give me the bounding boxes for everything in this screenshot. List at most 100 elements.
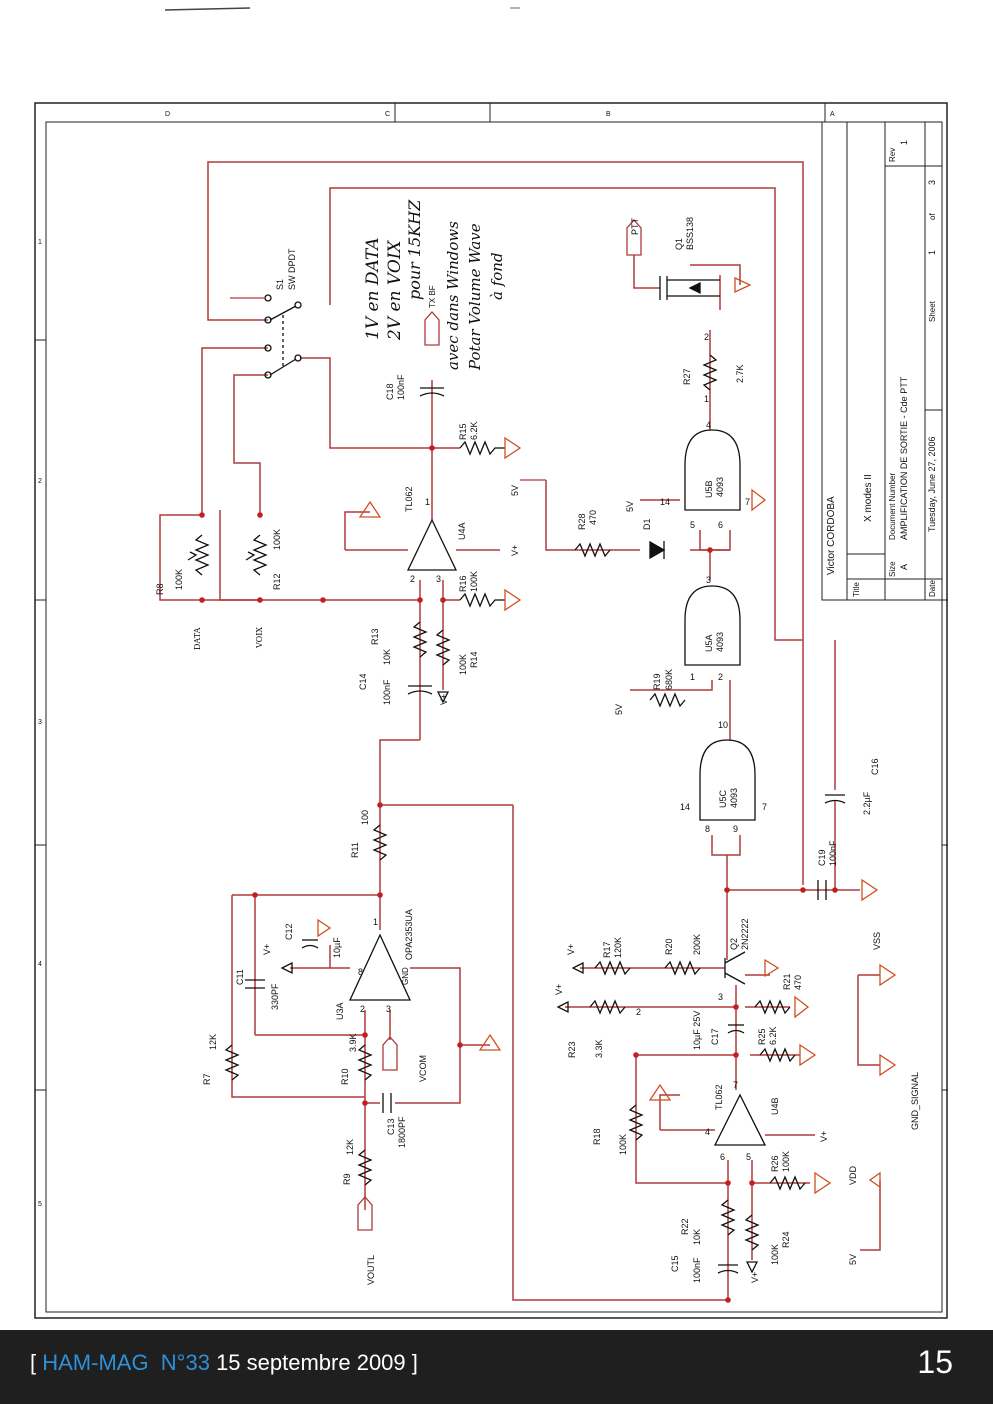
label-u3a-ref: U3A	[335, 1002, 345, 1020]
pin-u5c-10: 10	[718, 720, 728, 730]
pin-u4a-3: 3	[436, 574, 441, 584]
pin-u5b-6: 6	[718, 520, 723, 530]
label-c16-ref: C16	[870, 758, 880, 775]
resistor-r19	[649, 692, 686, 708]
note-line-5: Potar Volume Wave	[466, 223, 484, 371]
label-c14-value: 100nF	[382, 679, 392, 705]
ground-r21	[794, 995, 810, 1019]
label-gnd-u3a: GND	[401, 967, 410, 985]
pin-r27-2: 2	[704, 332, 709, 342]
pin-u5a-2: 2	[718, 672, 723, 682]
label-r24-ref: R24	[781, 1231, 791, 1248]
label-5v-vdd: 5V	[848, 1254, 858, 1265]
label-txbf: TX BF	[428, 285, 437, 308]
label-u5c-ref: U5C	[718, 789, 728, 808]
vplus-arrow-r23	[556, 1000, 569, 1014]
label-r12-ref: R12	[272, 573, 282, 590]
resistor-r7	[224, 1044, 240, 1081]
labels: S1 SW DPDT TX BF C18 100nF R15 6.2K TL06…	[155, 217, 920, 1285]
inner-border	[45, 121, 943, 1313]
label-r19-ref: R19	[652, 673, 662, 690]
outer-border	[34, 102, 948, 1319]
opamp-u3a	[348, 933, 412, 1001]
switch-s1	[230, 294, 302, 379]
pin-u4a-1: 1	[425, 497, 430, 507]
pin-u5c-8: 8	[705, 824, 710, 834]
pin-u5c-7: 7	[762, 802, 767, 812]
label-r19-value: 680K	[664, 669, 674, 690]
mosfet-q1	[659, 276, 720, 300]
label-c15-value: 100nF	[692, 1257, 702, 1283]
pin-r27-1: 1	[704, 394, 709, 404]
magazine-name: HAM-MAG N°33	[42, 1350, 210, 1375]
label-u4a-ref: U4A	[457, 522, 467, 540]
note-line-3: pour 15KHZ	[405, 199, 424, 300]
label-vplus-u4a: V+	[510, 545, 520, 556]
label-r7-ref: R7	[202, 1073, 212, 1085]
label-r28-value: 470	[588, 510, 598, 525]
ground-r16	[504, 588, 522, 612]
txbf-connector	[424, 311, 440, 346]
resistor-r10	[357, 1044, 373, 1081]
note-line-1: 1V en DATA	[363, 237, 383, 340]
note-line-4: avec dans Windows	[444, 221, 462, 370]
zone-1: 1	[38, 239, 42, 246]
of-label: of	[928, 213, 937, 220]
label-r10-value: 3.9K	[348, 1033, 358, 1052]
label-vdd: VDD	[848, 1165, 858, 1185]
pin-u3a-3: 3	[386, 1004, 391, 1014]
of-value: 3	[927, 180, 937, 185]
title-block	[821, 121, 943, 601]
ground-r26	[814, 1171, 832, 1195]
rev-label: Rev	[888, 148, 897, 162]
sheet-label: Sheet	[928, 300, 937, 322]
label-voix: VOIX	[255, 627, 264, 649]
label-r8-value: 100K	[174, 569, 184, 590]
label-r15-value: 6.2K	[469, 421, 479, 440]
pin-numbers: 1 2 3 4 5 6 14 7 2 1 3 1 2 10 8 9 14 7 1…	[358, 332, 767, 1162]
label-c18-ref: C18	[385, 383, 395, 400]
ground-c19	[861, 878, 879, 902]
doc-number-label: Document Number	[888, 473, 897, 540]
label-r17-value: 120K	[613, 937, 623, 958]
page-number: 15	[917, 1344, 953, 1380]
label-u5a-ref: U5A	[704, 634, 714, 652]
label-r18-ref: R18	[592, 1128, 602, 1145]
schematic-drawing: D C B A 1 2 3 4 5 Victor CORDOBA Title X…	[34, 7, 948, 1319]
label-c18-value: 100nF	[396, 374, 406, 400]
label-u4a-value: TL062	[404, 486, 414, 512]
label-c15-ref: C15	[670, 1255, 680, 1272]
gnd-signal-symbol	[879, 1053, 897, 1077]
label-r27-ref: R27	[682, 368, 692, 385]
pin-u5a-3: 3	[706, 575, 711, 585]
label-r16-ref: R16	[458, 575, 468, 592]
label-c13-ref: C13	[386, 1118, 396, 1135]
label-c16-value: 2.2µF	[862, 791, 872, 815]
label-r20-value: 200K	[692, 934, 702, 955]
label-s1-ref: S1	[275, 279, 285, 290]
date-value: Tuesday, June 27, 2006	[927, 436, 937, 532]
pin-u3a-1: 1	[373, 917, 378, 927]
pin-r23-2: 2	[636, 1007, 641, 1017]
resistor-r20	[664, 960, 701, 976]
resistor-r13	[412, 621, 428, 658]
vss-symbol	[879, 963, 897, 987]
resistor-r11	[372, 824, 388, 861]
label-r25-value: 6.2K	[768, 1026, 778, 1045]
resistor-r18	[628, 1104, 644, 1141]
label-u4b-ref: U4B	[770, 1097, 780, 1115]
size-label: Size	[888, 561, 897, 577]
capacitor-c18	[419, 387, 445, 397]
label-d1: D1	[642, 518, 652, 530]
label-r21-ref: R21	[782, 973, 792, 990]
pin-u5b-5: 5	[690, 520, 695, 530]
label-c14-ref: C14	[358, 673, 368, 690]
label-r11-ref: R11	[350, 842, 360, 858]
label-vss: VSS	[872, 932, 882, 950]
label-r14-ref: R14	[469, 651, 479, 668]
label-u5a-value: 4093	[715, 632, 725, 652]
pin-u4b-7: 7	[733, 1080, 738, 1090]
label-vplus-r24: V+	[750, 1272, 760, 1283]
ground-q2	[764, 958, 780, 978]
opamp-u4b	[713, 1093, 767, 1146]
